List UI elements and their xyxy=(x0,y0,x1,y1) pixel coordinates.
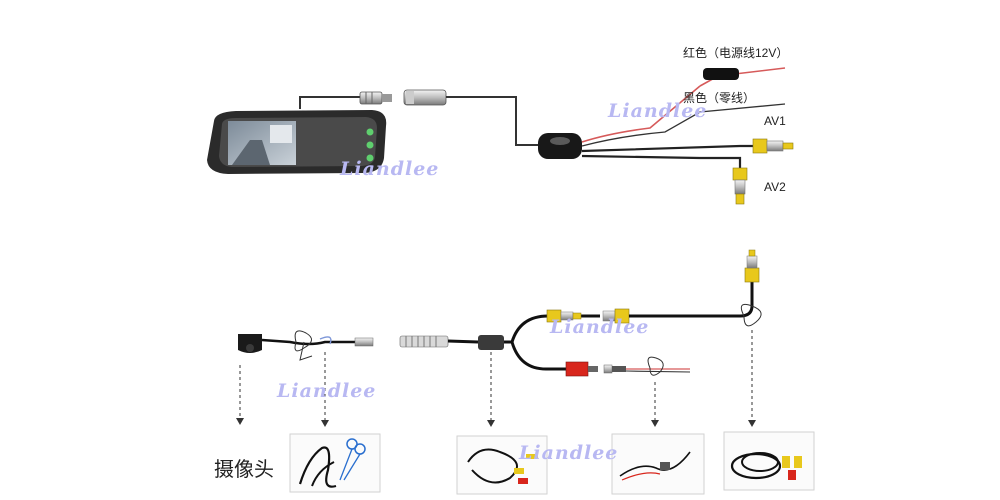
down-arrow-icon xyxy=(239,330,753,420)
video-output-rca-plug-icon xyxy=(744,249,760,283)
video-rca-plug-icon xyxy=(546,309,582,323)
video-rca-jack-icon xyxy=(602,308,630,324)
scissors-icon xyxy=(339,438,366,481)
control-box-icon xyxy=(538,133,582,159)
power-connector-red-icon xyxy=(565,361,598,377)
thumbnail-extension-cable xyxy=(456,435,548,495)
rearview-mirror-icon xyxy=(207,110,387,174)
av1-label: AV1 xyxy=(764,114,786,128)
cable-tie-icon xyxy=(647,356,664,376)
mirror-connector-female xyxy=(403,89,447,106)
watermark: Liandlee xyxy=(608,100,708,122)
arrow-heads xyxy=(236,418,756,427)
av2-label: AV2 xyxy=(764,180,786,194)
power-plug-icon xyxy=(603,364,626,374)
mirror-connector-male xyxy=(359,91,392,105)
led-indicator-icon xyxy=(366,154,374,162)
watermark: Liandlee xyxy=(519,442,619,464)
fuse-holder xyxy=(703,68,739,80)
cable-tie-icon xyxy=(740,303,762,327)
led-indicator-icon xyxy=(366,141,374,149)
thumbnail-power-lead xyxy=(611,433,705,495)
watermark: Liandlee xyxy=(550,316,650,338)
thumbnail-rca-cable xyxy=(723,431,815,491)
watermark: Liandlee xyxy=(277,380,377,402)
black-wire-label: 黑色（零线） xyxy=(683,91,756,105)
watermark: Liandlee xyxy=(340,158,440,180)
av2-rca-plug-icon xyxy=(732,167,748,205)
cable-tie-icon xyxy=(294,330,313,361)
splitter-icon xyxy=(478,335,504,350)
led-indicator-icon xyxy=(366,128,374,136)
av1-rca-plug-icon xyxy=(752,138,794,154)
camera-label: 摄像头 xyxy=(214,459,274,481)
thumbnail-camera-cable xyxy=(289,433,381,493)
extension-cable-plug-icon xyxy=(399,335,449,348)
camera-icon xyxy=(238,334,262,353)
red-wire-label: 红色（电源线12V） xyxy=(683,46,789,60)
camera-plug-icon xyxy=(354,337,374,347)
